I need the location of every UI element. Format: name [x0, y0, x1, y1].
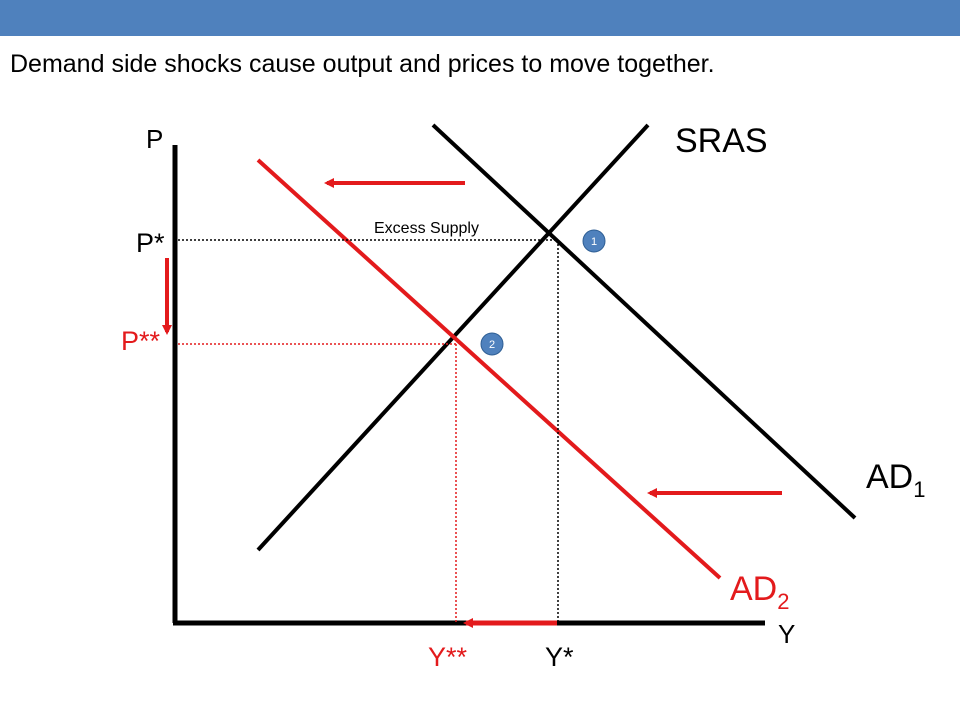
equilibrium-marker-1-label: 1: [591, 236, 597, 248]
excess-supply-annotation: Excess Supply: [374, 220, 479, 237]
price-initial-label: P*: [136, 228, 165, 258]
ad1-curve: [431, 123, 857, 520]
axis-x-label: Y: [778, 619, 795, 649]
ad2-label: AD2: [730, 570, 789, 614]
title-bar: [0, 0, 960, 36]
equilibrium-marker-1: [582, 229, 606, 253]
price-new-label: P**: [121, 326, 161, 356]
equilibrium-marker-2-label: 2: [489, 339, 495, 351]
slide-headline: Demand side shocks cause output and pric…: [10, 50, 715, 78]
ad1-label: AD1: [866, 458, 925, 502]
output-new-label: Y**: [428, 642, 468, 672]
output-initial-label: Y*: [545, 642, 574, 672]
ad2-curve: [256, 158, 722, 580]
sras-label: SRAS: [675, 122, 768, 160]
equilibrium-marker-2: [480, 332, 504, 356]
axis-y-label: P: [146, 124, 163, 154]
